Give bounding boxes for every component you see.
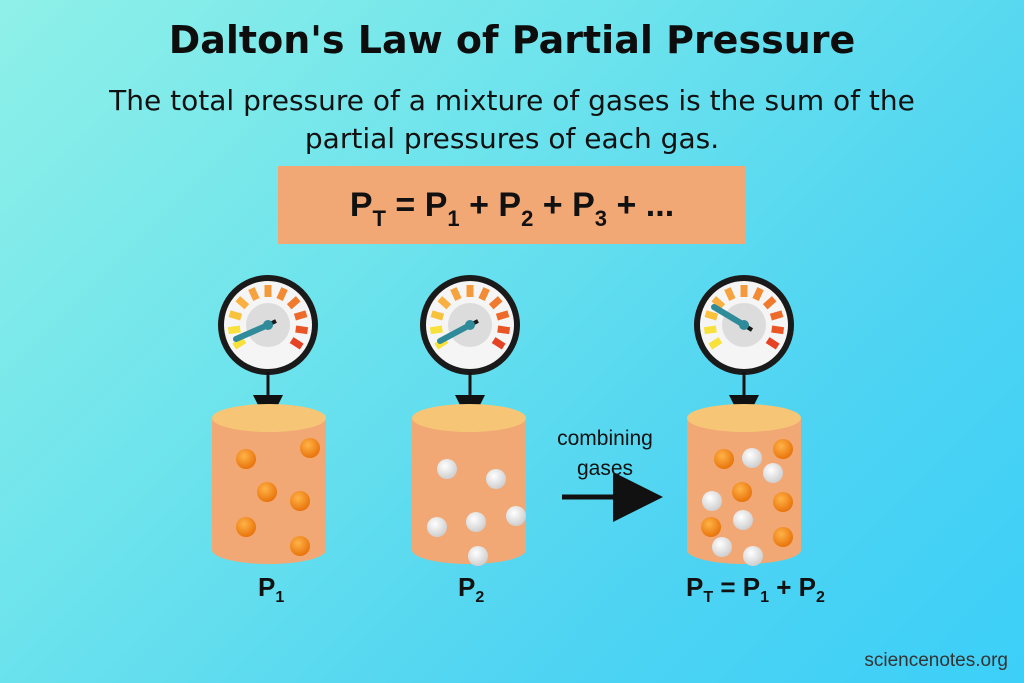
credit-text: sciencenotes.org (864, 650, 1008, 671)
orange-particle (732, 482, 752, 502)
gauge-segment (227, 325, 241, 335)
white-particle (506, 506, 526, 526)
gauge-segment (704, 310, 719, 321)
gas-container-2 (412, 404, 526, 566)
page-title: Dalton's Law of Partial Pressure (168, 18, 856, 62)
gauge-segment (752, 287, 764, 301)
orange-particle (236, 449, 256, 469)
gauge-segment (724, 287, 736, 301)
gauge-segment (228, 310, 243, 321)
pressure-gauge-icon (694, 275, 794, 375)
gauge-segment (289, 337, 304, 350)
white-particle (468, 546, 488, 566)
gauge-segment (495, 310, 510, 321)
gauge-segment (232, 337, 247, 350)
formula-box: PT = P1 + P2 + P3 + ... (278, 166, 746, 244)
pressure-gauge-icon (420, 275, 520, 375)
gauge-segment (450, 287, 462, 301)
gauge-segment (276, 287, 288, 301)
label-total: PT = P1 + P2 (686, 572, 825, 606)
gauge-segment (488, 296, 503, 310)
label-p1: P1 (258, 572, 285, 606)
orange-particle (714, 449, 734, 469)
gauge-segment (429, 325, 443, 335)
white-particle (763, 463, 783, 483)
gauge-segment (762, 296, 777, 310)
dalton-formula: PT = P1 + P2 + P3 + ... (349, 186, 675, 231)
gauge-segment (708, 337, 723, 350)
white-particle (466, 512, 486, 532)
gauge-segment (491, 337, 506, 350)
orange-particle (257, 482, 277, 502)
white-particle (733, 510, 753, 530)
orange-particle (773, 439, 793, 459)
gas-container-1 (212, 404, 326, 564)
gauge-segment (286, 296, 301, 310)
gauge-segment (295, 325, 309, 335)
gauge-segment (711, 296, 726, 310)
gauge-segment (771, 325, 785, 335)
gauge-segment (437, 296, 452, 310)
white-particle (743, 546, 763, 566)
gauge-segment (703, 325, 717, 335)
gauge-segment (293, 310, 308, 321)
gas-container-total (687, 404, 801, 566)
gauge-segment (497, 325, 511, 335)
orange-particle (701, 517, 721, 537)
orange-particle (290, 491, 310, 511)
white-particle (437, 459, 457, 479)
orange-particle (290, 536, 310, 556)
gauge-segment (765, 337, 780, 350)
orange-particle (773, 527, 793, 547)
combining-gases-label: combining gases (557, 427, 653, 480)
gauge-segment (248, 287, 260, 301)
orange-particle (300, 438, 320, 458)
white-particle (427, 517, 447, 537)
white-particle (712, 537, 732, 557)
pressure-gauge-icon (218, 275, 318, 375)
gauge-segment (235, 296, 250, 310)
gauge-segment (478, 287, 490, 301)
white-particle (486, 469, 506, 489)
gauge-segment (769, 310, 784, 321)
gauge-segment (430, 310, 445, 321)
page-subtitle: The total pressure of a mixture of gases… (109, 84, 915, 155)
orange-particle (773, 492, 793, 512)
orange-particle (236, 517, 256, 537)
white-particle (742, 448, 762, 468)
label-p2: P2 (458, 572, 485, 606)
white-particle (702, 491, 722, 511)
